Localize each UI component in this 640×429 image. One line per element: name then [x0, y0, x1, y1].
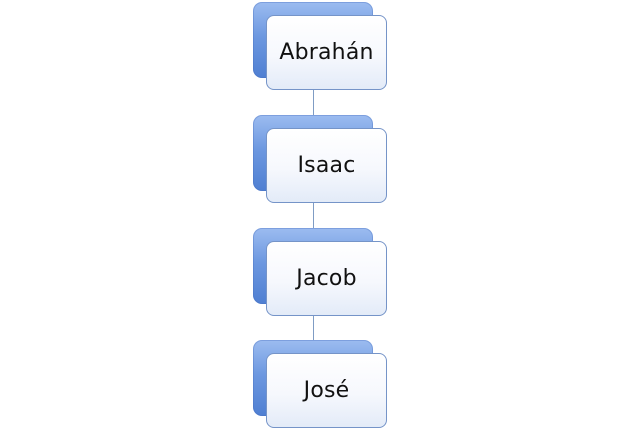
connector-2 [313, 203, 314, 228]
node-jacob: Jacob [253, 228, 389, 316]
node-label: Isaac [297, 153, 356, 178]
node-jose: José [253, 340, 389, 428]
connector-3 [313, 316, 314, 341]
node-abrahan: Abrahán [253, 2, 389, 90]
node-label: José [303, 378, 350, 403]
node-box: Abrahán [266, 15, 387, 90]
node-box: Jacob [266, 241, 387, 316]
connector-1 [313, 90, 314, 115]
node-isaac: Isaac [253, 115, 389, 203]
node-box: Isaac [266, 128, 387, 203]
node-label: Abrahán [279, 40, 374, 65]
node-box: José [266, 353, 387, 428]
node-label: Jacob [296, 266, 357, 291]
